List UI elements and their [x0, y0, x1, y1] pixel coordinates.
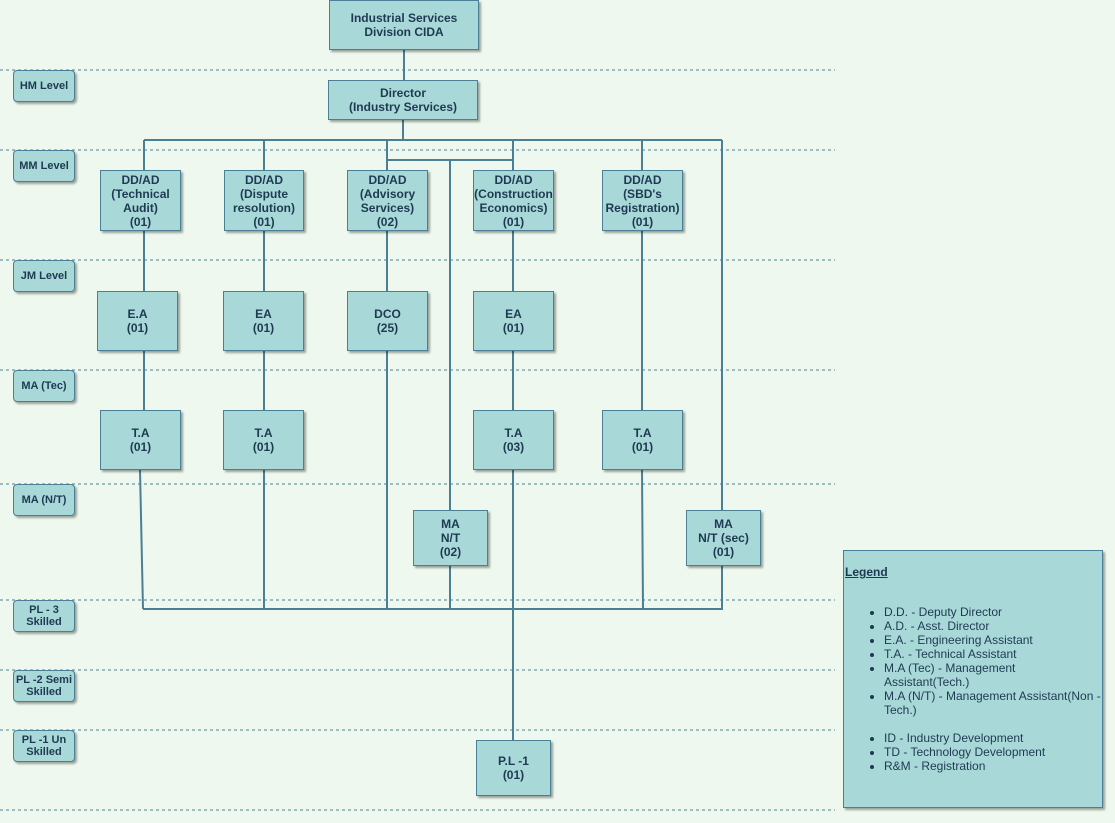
node-ea-2: EA (01) — [223, 291, 304, 351]
node-ta-1: T.A (01) — [100, 410, 181, 470]
legend-list-primary: D.D. - Deputy Director A.D. - Asst. Dire… — [844, 605, 1102, 717]
legend-item: E.A. - Engineering Assistant — [884, 633, 1102, 647]
legend-item: TD - Technology Development — [884, 745, 1102, 759]
org-connectors — [139, 50, 723, 740]
legend-item: D.D. - Deputy Director — [884, 605, 1102, 619]
level-mm: MM Level — [13, 150, 75, 182]
node-dd-technical-audit: DD/AD (Technical Audit) (01) — [100, 170, 181, 231]
legend-item: M.A (Tec) - Management Assistant(Tech.) — [884, 661, 1102, 689]
level-pl3: PL - 3 Skilled — [13, 600, 75, 632]
level-dividers — [0, 69, 835, 811]
level-pl1: PL -1 Un Skilled — [13, 730, 75, 762]
node-dd-construction-economics: DD/AD (Construction Economics) (01) — [473, 170, 554, 231]
legend-box: Legend D.D. - Deputy Director A.D. - Ass… — [843, 550, 1103, 808]
node-ma-nt-sec: MA N/T (sec) (01) — [686, 510, 761, 566]
wire-ta4-bottom — [641, 469, 644, 610]
node-ma-nt: MA N/T (02) — [413, 510, 488, 566]
node-ea-3: EA (01) — [473, 291, 554, 351]
node-dd-advisory-services: DD/AD (Advisory Services) (02) — [347, 170, 428, 231]
level-jm: JM Level — [13, 260, 75, 292]
legend-item: A.D. - Asst. Director — [884, 619, 1102, 633]
node-ea-1: E.A (01) — [97, 291, 178, 351]
node-root: Industrial Services Division CIDA — [329, 0, 479, 50]
legend-item: ID - Industry Development — [884, 731, 1102, 745]
legend-list-secondary: ID - Industry Development TD - Technolog… — [844, 731, 1102, 773]
node-dco: DCO (25) — [347, 291, 428, 351]
node-ta-4: T.A (01) — [602, 410, 683, 470]
level-ma-tec: MA (Tec) — [13, 370, 75, 402]
level-pl2: PL -2 Semi Skilled — [13, 670, 75, 702]
node-dd-sbd-registration: DD/AD (SBD's Registration) (01) — [602, 170, 683, 231]
legend-title: Legend — [845, 565, 888, 579]
node-director: Director (Industry Services) — [328, 80, 478, 120]
node-pl1: P.L -1 (01) — [476, 740, 551, 796]
wire-ta1-bottom — [139, 469, 144, 610]
node-dd-dispute-resolution: DD/AD (Dispute resolution) (01) — [224, 170, 304, 231]
legend-item: M.A (N/T) - Management Assistant(Non -Te… — [884, 689, 1102, 717]
level-hm: HM Level — [13, 70, 75, 102]
node-ta-3: T.A (03) — [473, 410, 554, 470]
node-ta-2: T.A (01) — [223, 410, 304, 470]
legend-item: T.A. - Technical Assistant — [884, 647, 1102, 661]
legend-item: R&M - Registration — [884, 759, 1102, 773]
level-ma-nt: MA (N/T) — [13, 484, 75, 516]
